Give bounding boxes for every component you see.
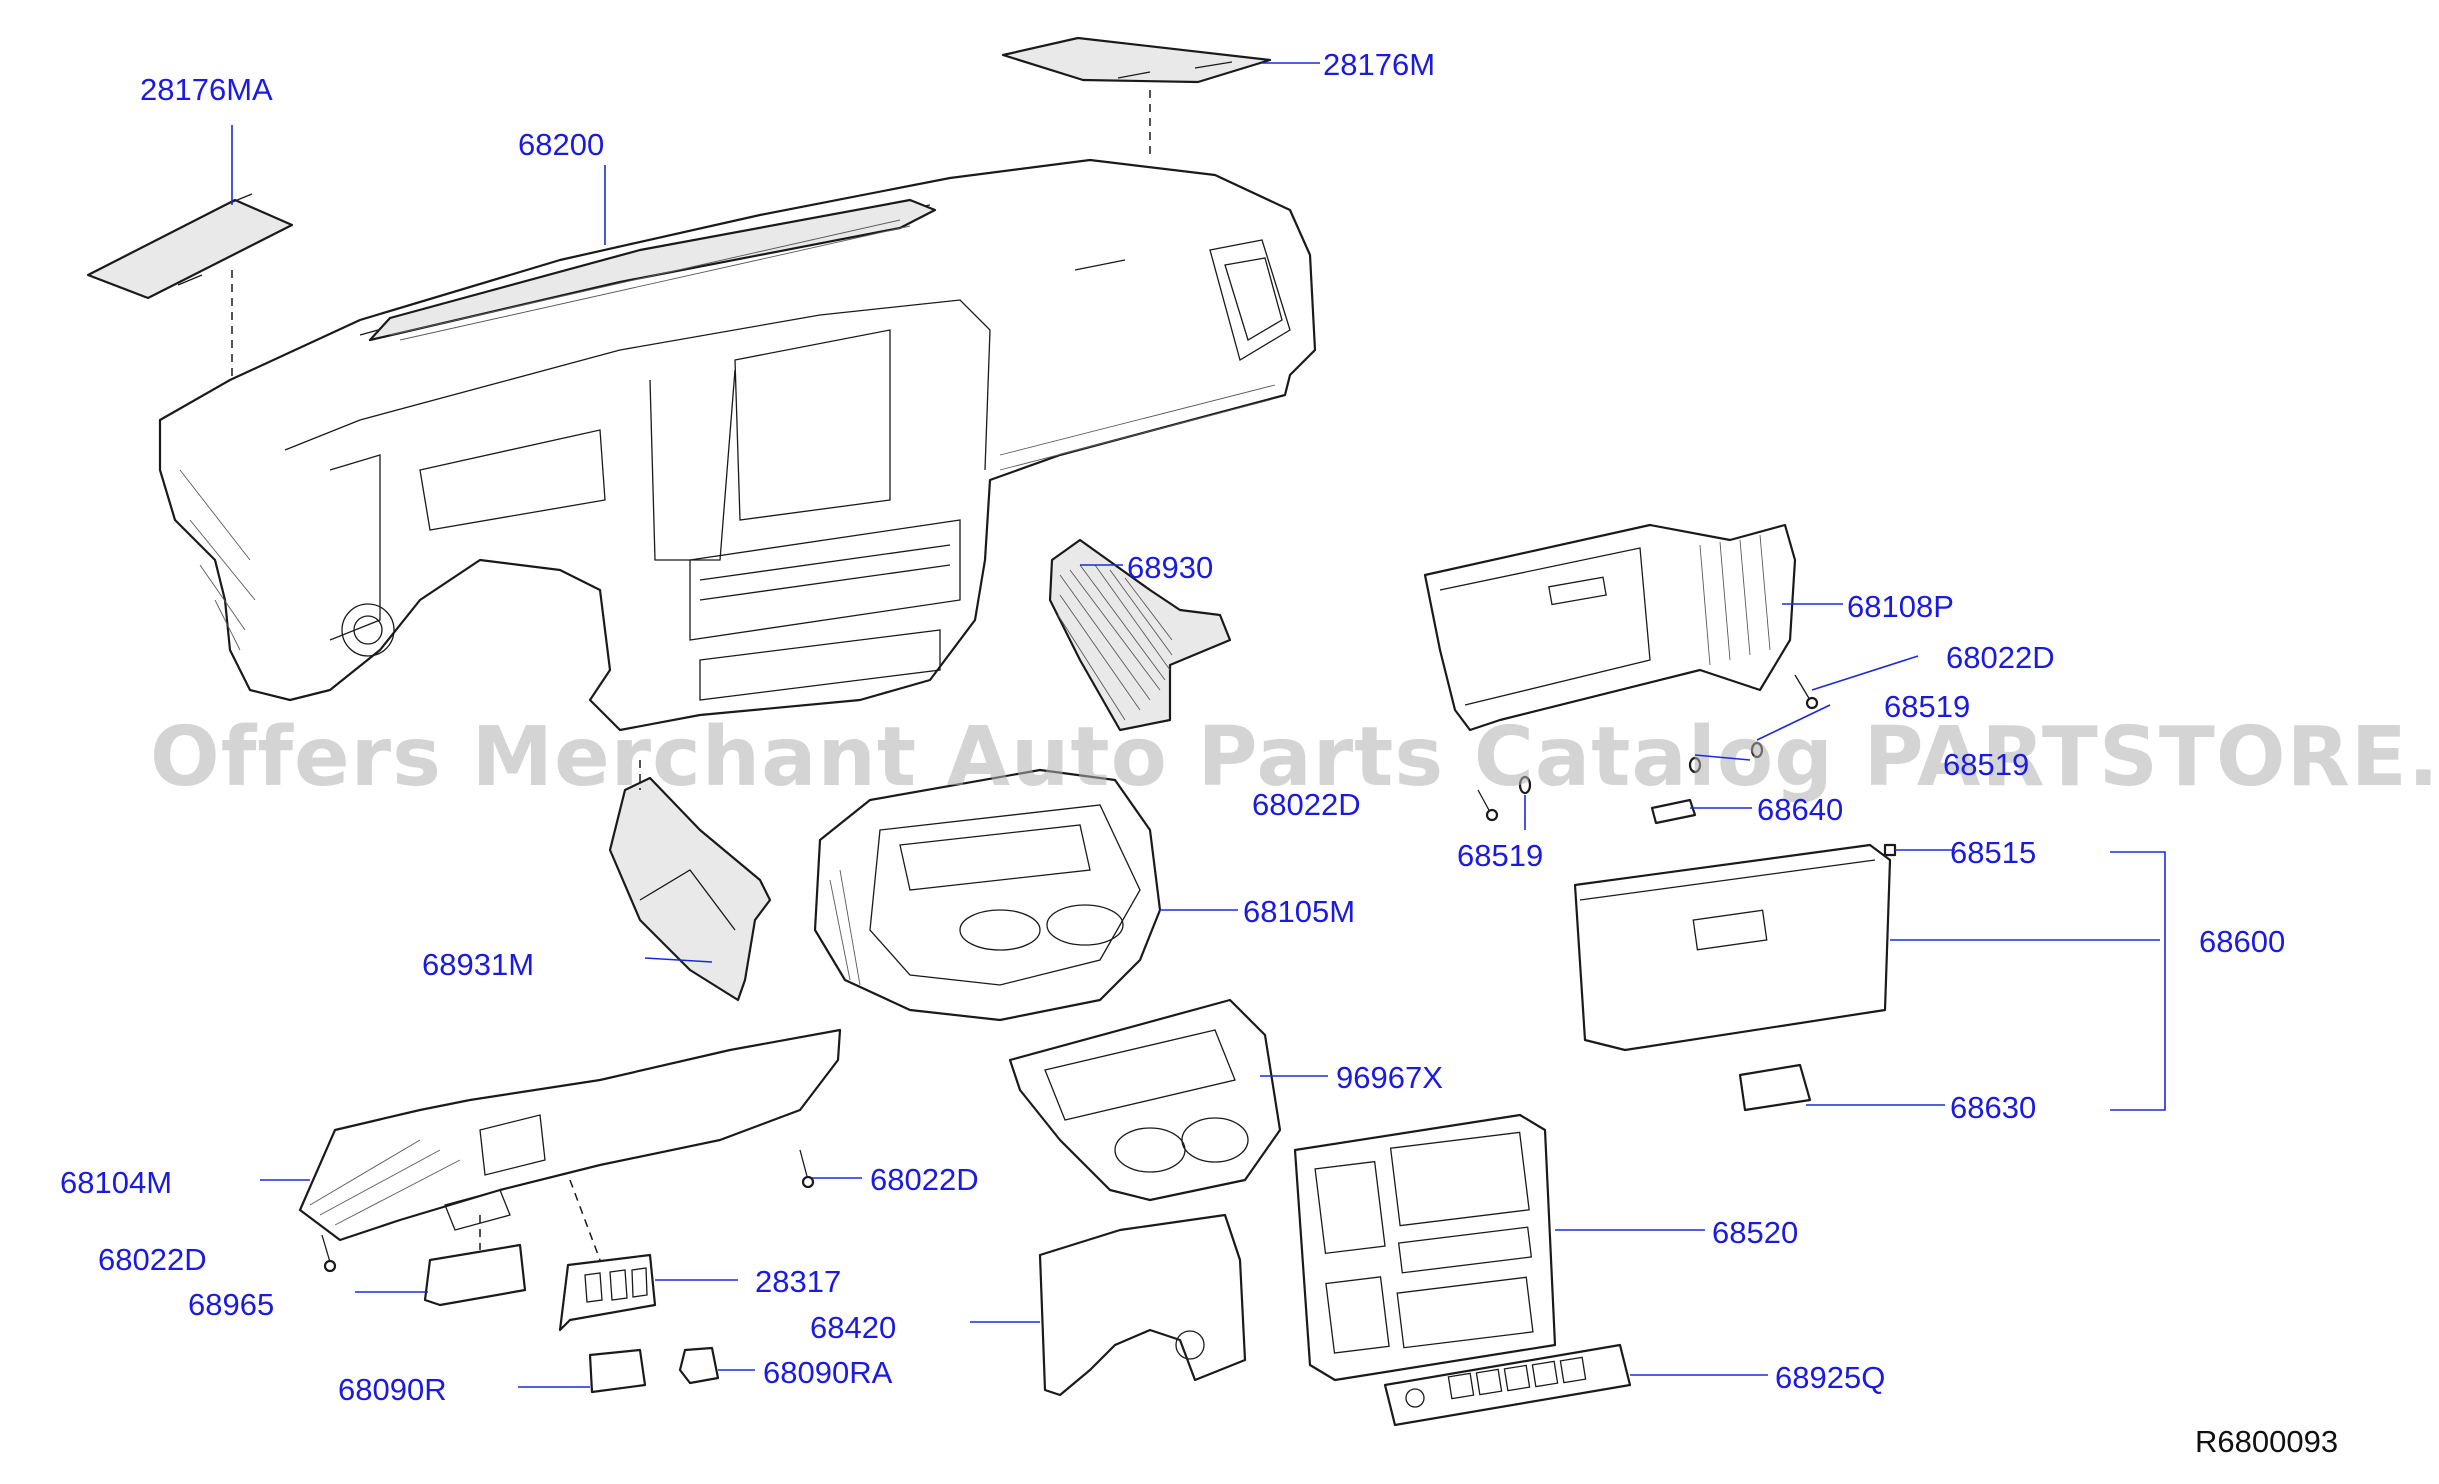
part-clip-68519-b	[1688, 756, 1702, 774]
label-68108P: 68108P	[1847, 589, 1954, 624]
label-28317: 28317	[755, 1264, 841, 1299]
label-68090R: 68090R	[338, 1372, 447, 1407]
part-68600	[1573, 843, 1897, 1052]
label-68925Q: 68925Q	[1775, 1360, 1885, 1395]
part-68200	[158, 158, 1317, 732]
part-screw-68022D-c	[799, 1149, 815, 1189]
label-68022D-d: 68022D	[98, 1242, 207, 1277]
label-68930: 68930	[1127, 550, 1213, 585]
part-68930	[1048, 538, 1232, 732]
part-68630	[1738, 1063, 1812, 1112]
label-68519-a: 68519	[1884, 689, 1970, 724]
part-68420	[1038, 1213, 1247, 1397]
label-68200: 68200	[518, 127, 604, 162]
label-68519-b: 68519	[1943, 747, 2029, 782]
part-screw-68022D-d	[321, 1234, 337, 1273]
label-96967X: 96967X	[1336, 1060, 1443, 1095]
diagram-reference-code: R6800093	[2195, 1424, 2338, 1459]
label-68600: 68600	[2199, 924, 2285, 959]
label-68520: 68520	[1712, 1215, 1798, 1250]
label-68515: 68515	[1950, 835, 2036, 870]
part-68640	[1650, 798, 1697, 825]
part-68965	[423, 1243, 527, 1307]
part-68925Q	[1383, 1343, 1632, 1427]
part-28176M	[1001, 36, 1272, 160]
label-68965: 68965	[188, 1287, 274, 1322]
label-68022D-a: 68022D	[1946, 640, 2055, 675]
part-68090R	[588, 1348, 647, 1394]
label-68090RA: 68090RA	[763, 1355, 893, 1390]
part-clip-68519-c	[1518, 775, 1532, 795]
part-68108P	[1423, 523, 1797, 732]
part-68931M	[608, 776, 772, 1002]
part-68104M	[298, 1028, 842, 1242]
label-68104M: 68104M	[60, 1165, 172, 1200]
part-28317	[558, 1253, 657, 1332]
label-68022D-b: 68022D	[1252, 787, 1361, 822]
part-96967X	[1008, 998, 1282, 1202]
part-clip-68519-a	[1750, 741, 1764, 759]
label-28176MA: 28176MA	[140, 72, 273, 107]
part-screw-68022D-b	[1477, 789, 1499, 822]
part-28176MA	[86, 193, 294, 420]
part-68520	[1293, 1113, 1557, 1382]
part-screw-68022D-a	[1794, 674, 1819, 710]
watermark-text: Offers Merchant Auto Parts Catalog PARTS…	[150, 710, 2439, 805]
label-68931M: 68931M	[422, 947, 534, 982]
label-68105M: 68105M	[1243, 894, 1355, 929]
part-68105M	[813, 768, 1162, 1022]
label-28176M: 28176M	[1323, 47, 1435, 82]
part-68090RA	[678, 1346, 720, 1385]
label-68630: 68630	[1950, 1090, 2036, 1125]
label-68519-c: 68519	[1457, 838, 1543, 873]
label-68022D-c: 68022D	[870, 1162, 979, 1197]
label-68420: 68420	[810, 1310, 896, 1345]
label-68640: 68640	[1757, 792, 1843, 827]
